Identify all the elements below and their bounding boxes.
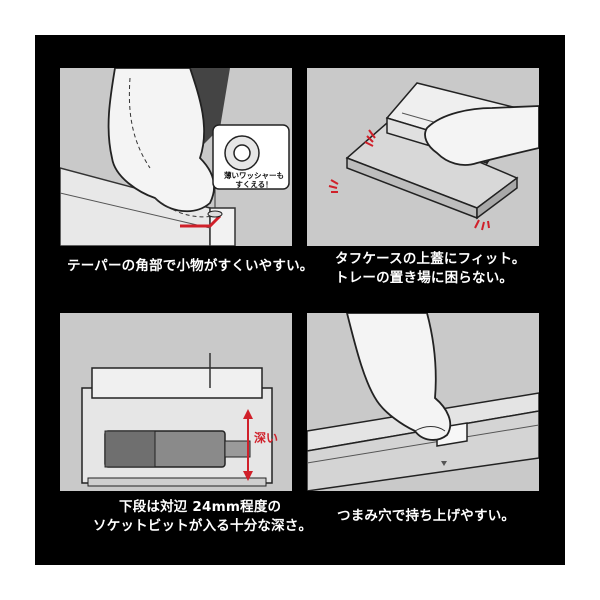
product-feature-sheet: 薄いワッシャーも すくえる！ xyxy=(35,35,565,565)
scoop-illustration xyxy=(60,68,292,246)
caption-line: つまみ穴で持ち上げやすい。 xyxy=(337,508,516,524)
caption-line: テーパーの角部で小物がすくいやすい。 xyxy=(67,258,314,274)
caption-line: トレーの置き場に困らない。 xyxy=(335,270,514,286)
caption-line: タフケースの上蓋にフィット。 xyxy=(335,251,526,267)
caption-depth: 下段は対辺 24mm程度の ソケットビットが入る十分な深さ。 xyxy=(93,498,343,536)
caption-line: 下段は対辺 24mm程度の xyxy=(119,499,282,515)
callout-line-1: 薄いワッシャーも xyxy=(224,171,284,180)
depth-illustration xyxy=(60,313,292,491)
depth-label: 深い xyxy=(254,431,279,445)
washer-callout-text: 薄いワッシャーも すくえる！ xyxy=(218,171,290,189)
finger-hole-illustration xyxy=(307,313,539,491)
feature-panel-depth: 深い xyxy=(60,313,292,491)
feature-panel-scoop: 薄いワッシャーも すくえる！ xyxy=(60,68,292,246)
lid-fit-illustration xyxy=(307,68,539,246)
callout-line-2: すくえる！ xyxy=(235,180,273,189)
caption-line: ソケットビットが入る十分な深さ。 xyxy=(93,518,313,534)
caption-finger-hole: つまみ穴で持ち上げやすい。 xyxy=(337,507,587,526)
feature-panel-lid-fit xyxy=(307,68,539,246)
caption-scoop: テーパーの角部で小物がすくいやすい。 xyxy=(67,257,317,276)
caption-lid-fit: タフケースの上蓋にフィット。 トレーの置き場に困らない。 xyxy=(335,250,585,288)
feature-panel-finger-hole xyxy=(307,313,539,491)
